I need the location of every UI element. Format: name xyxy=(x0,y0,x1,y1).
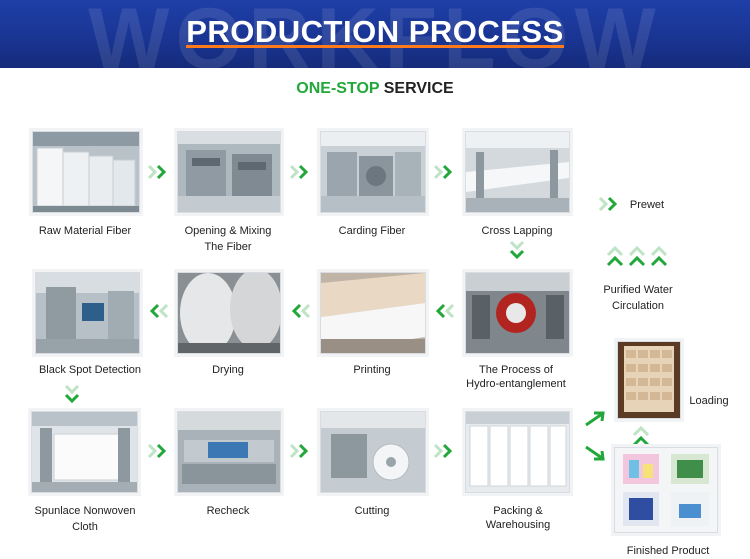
arrow-down-black-spot xyxy=(64,384,80,406)
photo-black-spot-detection xyxy=(35,272,140,354)
arrow-right-3 xyxy=(433,164,455,180)
arrow-up-water-1 xyxy=(606,246,624,268)
arrow-left-1 xyxy=(147,303,169,319)
photo-carding-fiber xyxy=(320,131,426,213)
label-drying: Drying xyxy=(212,364,244,376)
arrow-right-5 xyxy=(289,443,311,459)
label-purified-water-1: Purified Water xyxy=(603,284,673,296)
arrow-up-loading xyxy=(632,426,650,448)
label-recheck: Recheck xyxy=(206,505,250,517)
arrow-right-prewet xyxy=(598,196,620,212)
label-raw-material-fiber: Raw Material Fiber xyxy=(38,225,132,237)
arrow-down-cross-lapping xyxy=(509,240,525,262)
arrow-left-3 xyxy=(433,303,455,319)
label-opening-mixing-2: The Fiber xyxy=(204,241,252,253)
label-cross-lapping: Cross Lapping xyxy=(481,225,553,237)
label-loading: Loading xyxy=(689,395,729,407)
photo-packing-warehousing xyxy=(465,411,570,493)
arrow-branch-up xyxy=(583,410,607,428)
label-hydro-2: Hydro-entanglement xyxy=(466,378,566,390)
label-purified-water-2: Circulation xyxy=(612,300,664,312)
label-black-spot-detection: Black Spot Detection xyxy=(38,364,142,376)
arrow-right-1 xyxy=(147,164,169,180)
label-hydro-1: The Process of xyxy=(479,364,553,376)
photo-loading xyxy=(617,341,681,419)
arrow-up-water-2 xyxy=(628,246,646,268)
label-packing-1: Packing & xyxy=(493,505,543,517)
label-packing-2: Warehousing xyxy=(485,519,551,531)
label-cutting: Cutting xyxy=(354,505,390,517)
header-banner: WORKFLOW PRODUCTION PROCESS xyxy=(0,0,750,68)
label-carding-fiber: Carding Fiber xyxy=(338,225,406,237)
arrow-right-2 xyxy=(289,164,311,180)
label-prewet: Prewet xyxy=(629,199,665,211)
arrow-branch-down xyxy=(583,444,607,462)
label-spunlace-2: Cloth xyxy=(72,521,98,533)
arrow-right-4 xyxy=(147,443,169,459)
photo-printing xyxy=(320,272,426,354)
arrow-right-6 xyxy=(433,443,455,459)
label-opening-mixing-1: Opening & Mixing xyxy=(184,225,272,237)
photo-cutting xyxy=(320,411,426,493)
photo-opening-mixing xyxy=(177,131,281,213)
label-spunlace-1: Spunlace Nonwoven xyxy=(34,505,136,517)
photo-hydro-entanglement xyxy=(465,272,570,354)
photo-finished-product xyxy=(614,447,718,533)
arrow-left-2 xyxy=(289,303,311,319)
subtitle-green: ONE-STOP xyxy=(296,80,380,97)
title-underline xyxy=(186,45,564,48)
banner-watermark-text: WORKFLOW xyxy=(88,0,662,68)
label-finished-product: Finished Product xyxy=(626,545,710,557)
photo-recheck xyxy=(177,411,281,493)
subtitle-dark: SERVICE xyxy=(383,80,454,97)
label-printing: Printing xyxy=(353,364,391,376)
photo-drying xyxy=(177,272,281,354)
photo-raw-material-fiber xyxy=(32,131,140,213)
page-title: PRODUCTION PROCESS xyxy=(186,14,564,49)
subtitle: ONE-STOP SERVICE xyxy=(0,80,750,98)
photo-spunlace-nonwoven xyxy=(31,411,138,493)
arrow-up-water-3 xyxy=(650,246,668,268)
photo-cross-lapping xyxy=(465,131,570,213)
